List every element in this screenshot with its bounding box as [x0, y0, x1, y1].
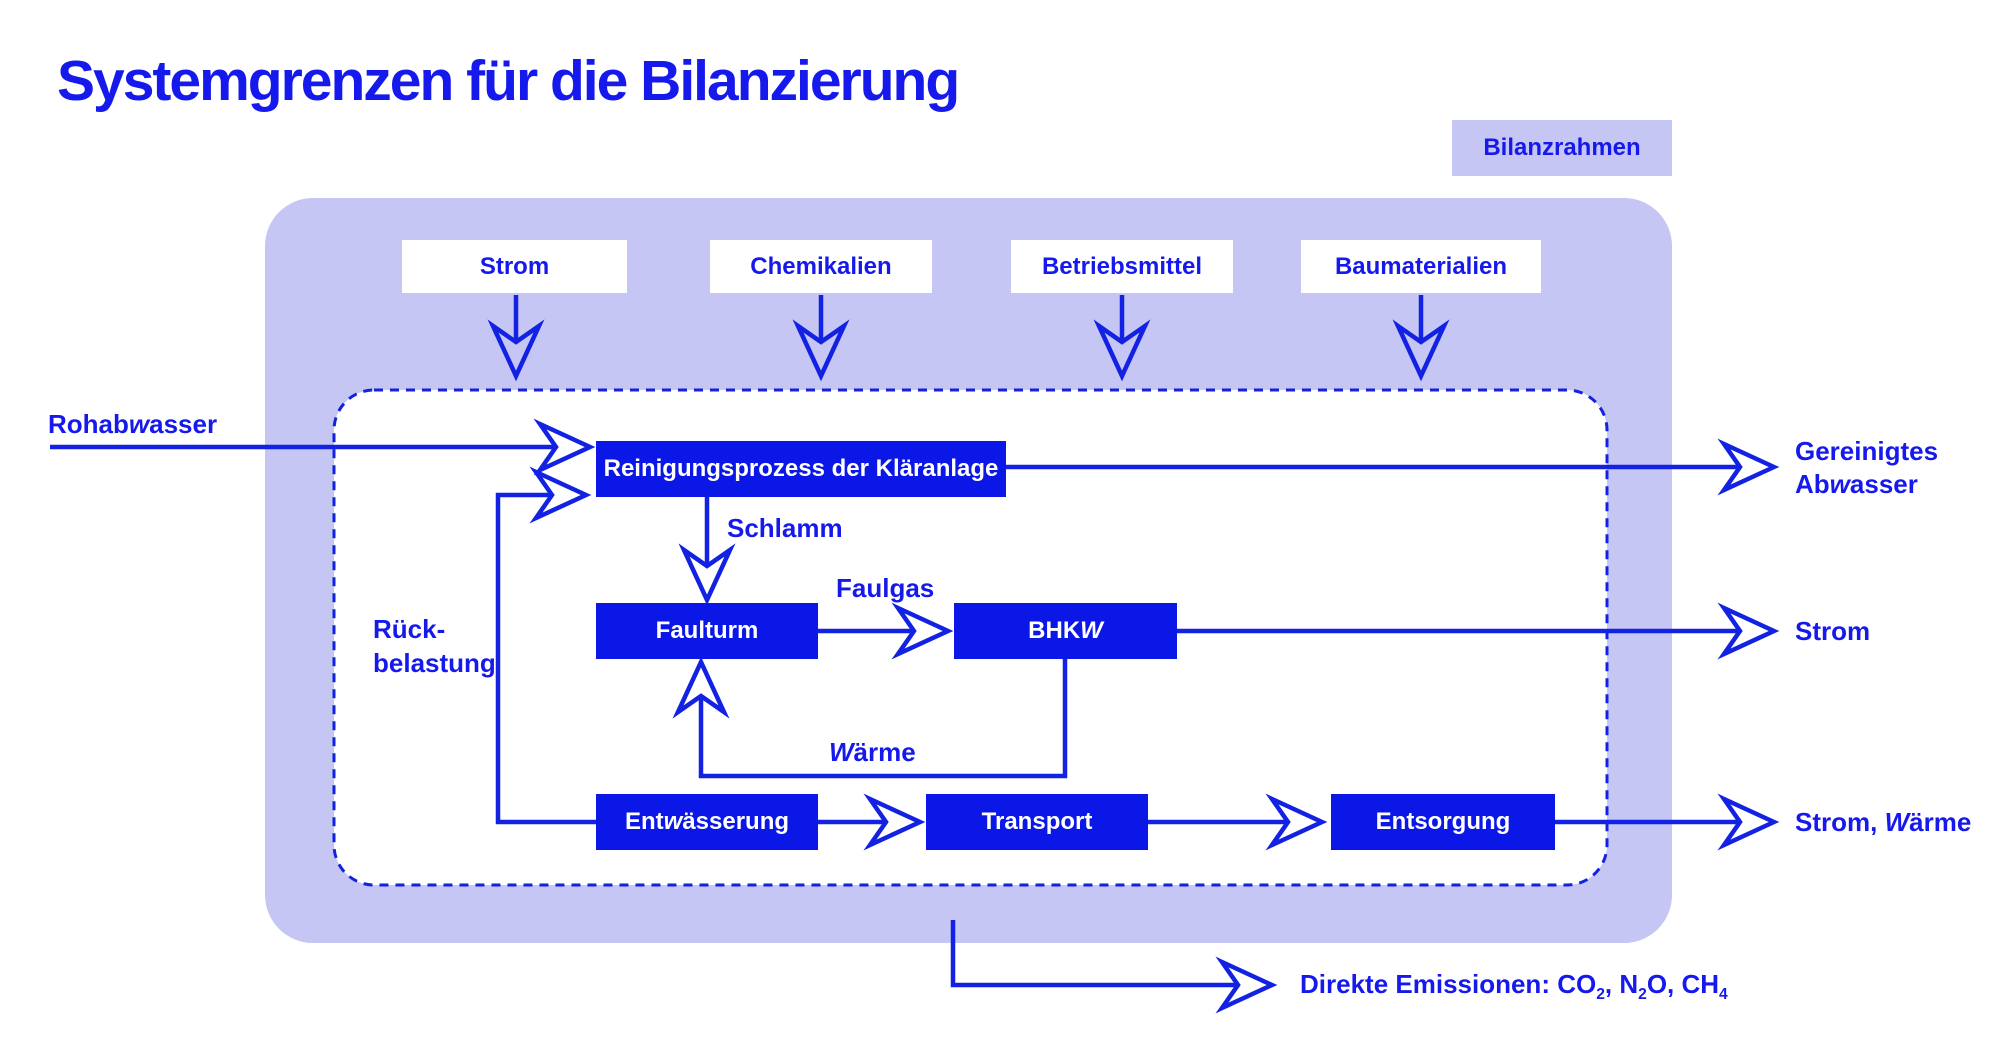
process-box-faulturm: Faulturm — [596, 603, 818, 659]
label-gereinigtes-line1: Gereinigtes — [1795, 436, 1939, 466]
process-box-entsorgung: Entsorgung — [1331, 794, 1555, 850]
label-strom-output: Strom — [1795, 616, 1871, 646]
arrow-direkte-emissionen — [950, 920, 1278, 1014]
arrow-strom-waerme-output — [1555, 793, 1780, 851]
arrow-rohabwasser — [50, 418, 596, 476]
label-schlamm: Schlamm — [727, 513, 843, 543]
arrow-waerme-rueckfuehrung — [672, 656, 1068, 779]
arrow-strom-output — [1177, 602, 1780, 660]
input-box-baumaterialien: Baumaterialien — [1301, 240, 1541, 293]
arrow-gereinigtes-abwasser — [1006, 438, 1780, 496]
arrow-transport-entsorgung — [1148, 793, 1328, 851]
process-box-transport: Transport — [926, 794, 1148, 850]
label-rueckbelastung: Rück- belastung — [373, 612, 496, 680]
arrow-input-chemikalien — [792, 295, 850, 382]
label-rohabwasser: Rohabwasser — [48, 409, 218, 439]
arrow-input-betriebsmittel — [1093, 295, 1151, 382]
label-rueckbelastung-line2: belastung — [373, 648, 496, 678]
page-title: Systemgrenzen für die Bilanzierung — [57, 49, 960, 113]
input-box-betriebsmittel: Betriebsmittel — [1011, 240, 1233, 293]
input-box-chemikalien: Chemikalien — [710, 240, 932, 293]
arrow-input-baumaterialien — [1392, 295, 1450, 382]
input-box-strom: Strom — [402, 240, 627, 293]
label-strom-waerme-output: Strom, Wärme — [1795, 807, 1972, 837]
arrow-faulgas — [818, 602, 954, 660]
arrow-schlamm — [678, 497, 736, 606]
arrow-input-strom — [487, 295, 545, 382]
label-direkte-emissionen: Direkte Emissionen: CO2, N2O, CH4 — [1300, 969, 1728, 1004]
label-gereinigtes-abwasser: Gereinigtes Abwasser — [1795, 435, 1938, 501]
arrow-rueckbelastung — [495, 466, 596, 825]
process-box-reinigungsprozess: Reinigungsprozess der Kläranlage — [596, 441, 1006, 497]
bilanzrahmen-badge: Bilanzrahmen — [1452, 120, 1672, 176]
label-faulgas: Faulgas — [836, 573, 935, 603]
label-gereinigtes-line2: Abwasser — [1795, 469, 1918, 499]
label-rueckbelastung-line1: Rück- — [373, 614, 446, 644]
arrow-entwaesserung-transport — [818, 793, 926, 851]
label-waerme: Wärme — [829, 737, 916, 767]
